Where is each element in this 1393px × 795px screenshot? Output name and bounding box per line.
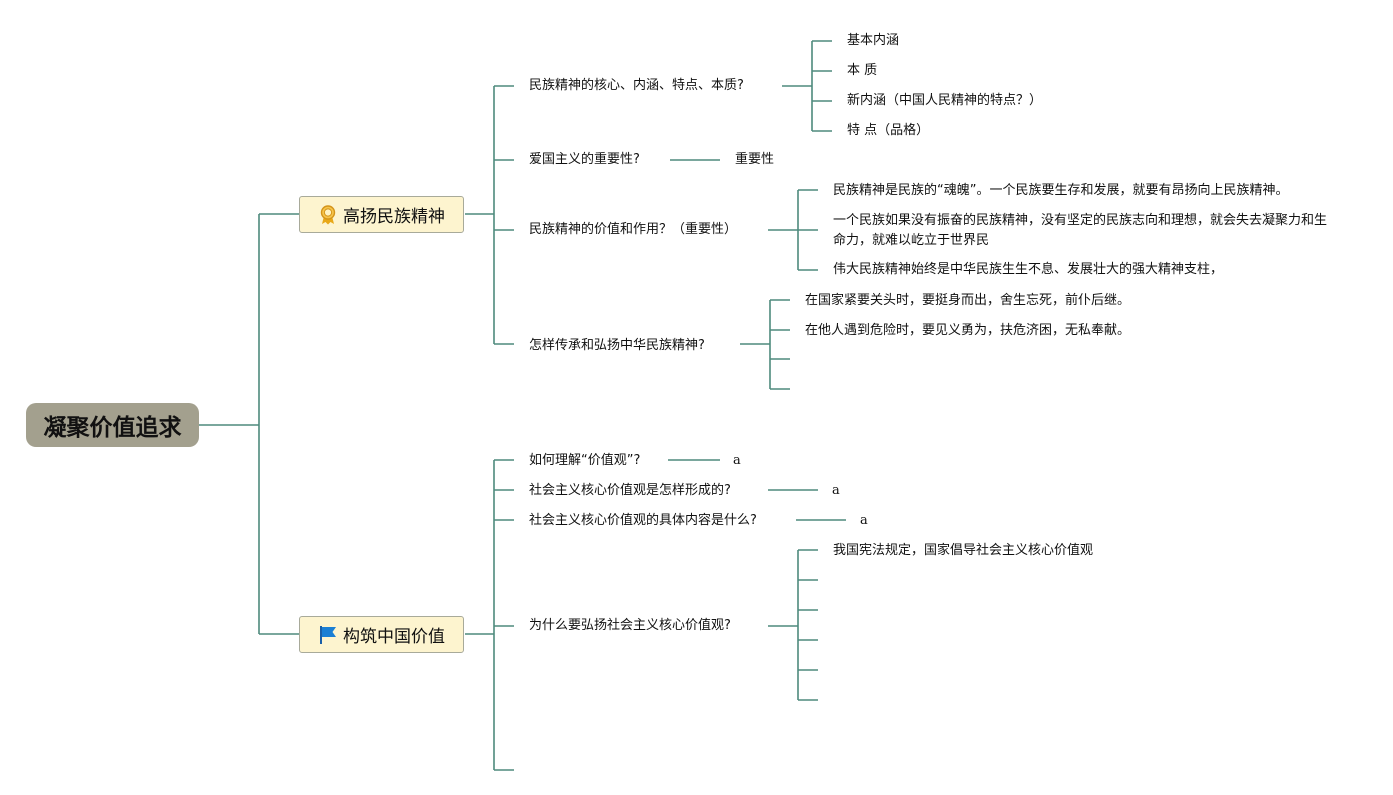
root-topic[interactable]: 凝聚价值追求 (26, 403, 199, 447)
answer-node[interactable]: 我国宪法规定，国家倡导社会主义核心价值观 (833, 543, 1094, 558)
connector-root-trunk (199, 213, 299, 635)
answer-node[interactable]: a (860, 513, 868, 528)
root-topic-label: 凝聚价值追求 (43, 415, 182, 441)
connector-q11 (782, 40, 832, 132)
answer-node[interactable]: 在他人遇到危险时，要见义勇为，扶危济困，无私奉献。 (805, 323, 1131, 338)
connector-q13 (768, 189, 818, 271)
answer-node[interactable]: 基本内涵 (847, 33, 900, 48)
answer-node[interactable]: 在国家紧要关头时，要挺身而出，舍生忘死，前仆后继。 (805, 293, 1131, 308)
award-ribbon-icon (318, 204, 338, 225)
question-node[interactable]: 社会主义核心价值观是怎样形成的? (529, 483, 731, 498)
question-node[interactable]: 爱国主义的重要性? (529, 152, 640, 167)
main-topic-label: 构筑中国价值 (343, 627, 445, 647)
answer-node[interactable]: 民族精神是民族的“魂魄”。一个民族要生存和发展，就要有昂扬向上民族精神。 (833, 183, 1289, 198)
answer-node[interactable]: a (733, 453, 741, 468)
main-topic-chinese-values[interactable]: 构筑中国价值 (299, 616, 464, 653)
answer-node[interactable]: a (832, 483, 840, 498)
question-node[interactable]: 民族精神的核心、内涵、特点、本质? (529, 78, 744, 93)
connector-branch2-trunk (465, 459, 514, 771)
answer-node[interactable]: 重要性 (735, 152, 775, 167)
main-topic-national-spirit[interactable]: 高扬民族精神 (299, 196, 464, 233)
question-node[interactable]: 为什么要弘扬社会主义核心价值观? (529, 618, 731, 633)
answer-node[interactable]: 伟大民族精神始终是中华民族生生不息、发展壮大的强大精神支柱， (833, 262, 1224, 277)
question-node[interactable]: 民族精神的价值和作用？（重要性） (529, 222, 738, 237)
blue-flag-icon (318, 625, 338, 645)
answer-node[interactable]: 特 点（品格） (847, 123, 930, 138)
answer-node[interactable]: 新内涵（中国人民精神的特点？） (847, 93, 1043, 108)
main-topic-label: 高扬民族精神 (343, 207, 445, 227)
connector-branch1-trunk (465, 85, 514, 345)
question-node[interactable]: 如何理解“价值观”? (529, 453, 641, 468)
answer-node[interactable]: 本 质 (847, 63, 878, 78)
answer-node[interactable]: 一个民族如果没有振奋的民族精神，没有坚定的民族志向和理想，就会失去凝聚力和生命力… (833, 213, 1328, 248)
connector-q14 (740, 299, 790, 390)
connector-q24 (768, 549, 818, 701)
question-node[interactable]: 社会主义核心价值观的具体内容是什么? (529, 513, 757, 528)
question-node[interactable]: 怎样传承和弘扬中华民族精神? (529, 338, 705, 353)
